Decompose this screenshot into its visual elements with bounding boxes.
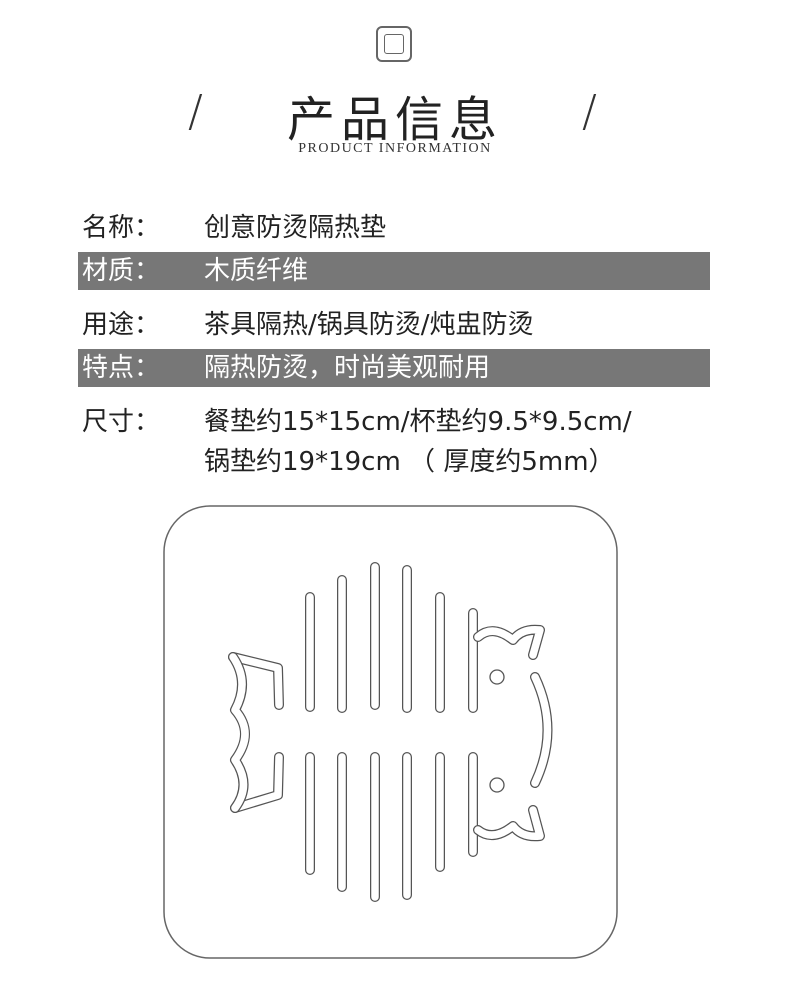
spec-row-name: 名称： 创意防烫隔热垫 — [78, 209, 710, 247]
fish-eye-hole — [489, 777, 505, 793]
fish-bone-stroke — [531, 673, 552, 787]
fish-bone-stroke — [229, 653, 249, 812]
decor-slash-right: / — [582, 86, 597, 137]
spec-value: 茶具隔热/锅具防烫/炖盅防烫 — [204, 310, 534, 340]
page-subtitle: PRODUCT INFORMATION — [298, 141, 492, 156]
spec-value: 餐垫约15*15cm/杯垫约9.5*9.5cm/ — [204, 407, 632, 437]
page-title: 产品信息 — [286, 92, 503, 148]
fish-bone-stroke — [229, 653, 283, 709]
fish-bone-stroke — [474, 625, 544, 659]
spec-row-material: 材质： 木质纤维 — [78, 252, 710, 290]
fish-eye-hole — [489, 669, 505, 685]
spec-label: 用途： — [82, 310, 161, 340]
spec-row-features: 特点： 隔热防烫，时尚美观耐用 — [78, 349, 710, 387]
spec-label: 名称： — [82, 213, 161, 243]
spec-value-cont: 锅垫约19*19cm （ 厚度约5mm） — [204, 447, 615, 477]
spec-row-size: 尺寸： 餐垫约15*15cm/杯垫约9.5*9.5cm/ — [78, 403, 710, 441]
spec-value: 创意防烫隔热垫 — [204, 213, 387, 243]
fish-bone-stroke — [231, 753, 283, 812]
spec-value: 木质纤维 — [204, 256, 309, 286]
fish-bone-stroke — [474, 806, 544, 841]
decor-slash-left: / — [188, 86, 203, 137]
spec-label: 特点： — [82, 353, 161, 383]
pad-outline — [163, 505, 618, 959]
spec-label: 尺寸： — [82, 407, 161, 437]
spec-label: 材质： — [82, 256, 161, 286]
spec-row-usage: 用途： 茶具隔热/锅具防烫/炖盅防烫 — [78, 306, 710, 344]
spec-row-size-cont: 锅垫约19*19cm （ 厚度约5mm） — [78, 443, 710, 481]
square-frame-icon — [376, 26, 412, 62]
spec-value: 隔热防烫，时尚美观耐用 — [204, 353, 491, 383]
